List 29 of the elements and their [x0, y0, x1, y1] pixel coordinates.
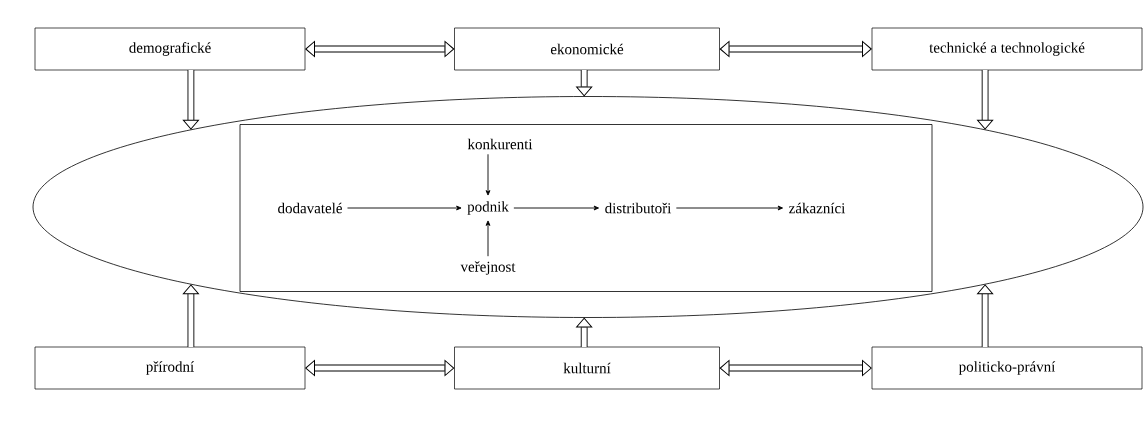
factor-box: kulturní — [454, 346, 720, 390]
flow-label: dodavatelé — [278, 202, 342, 214]
microenvironment-box — [239, 124, 933, 292]
double-arrow — [719, 360, 872, 377]
arrow — [576, 70, 593, 97]
arrow — [977, 284, 994, 347]
flow-label: zákazníci — [789, 202, 846, 214]
arrow — [675, 205, 783, 211]
flow-label: distributoři — [605, 202, 672, 214]
arrow — [485, 220, 491, 257]
factor-box: demografické — [34, 27, 306, 71]
factor-box: politicko-právní — [871, 346, 1143, 390]
factor-box: přírodní — [34, 346, 306, 390]
arrow — [485, 153, 491, 196]
arrow — [182, 284, 199, 347]
flow-label: konkurenti — [467, 138, 533, 150]
double-arrow — [305, 41, 455, 57]
factor-box: technické a technologické — [871, 27, 1143, 71]
arrow — [347, 205, 462, 211]
flow-label: veřejnost — [460, 261, 516, 275]
flow-label: podnik — [467, 201, 509, 215]
double-arrow — [305, 360, 455, 377]
double-arrow — [719, 41, 872, 57]
factor-box: ekonomické — [454, 27, 720, 71]
arrow — [182, 70, 199, 130]
arrow — [977, 70, 994, 130]
environment-ellipse — [32, 96, 1144, 318]
arrow — [513, 205, 599, 211]
arrow — [576, 317, 593, 347]
